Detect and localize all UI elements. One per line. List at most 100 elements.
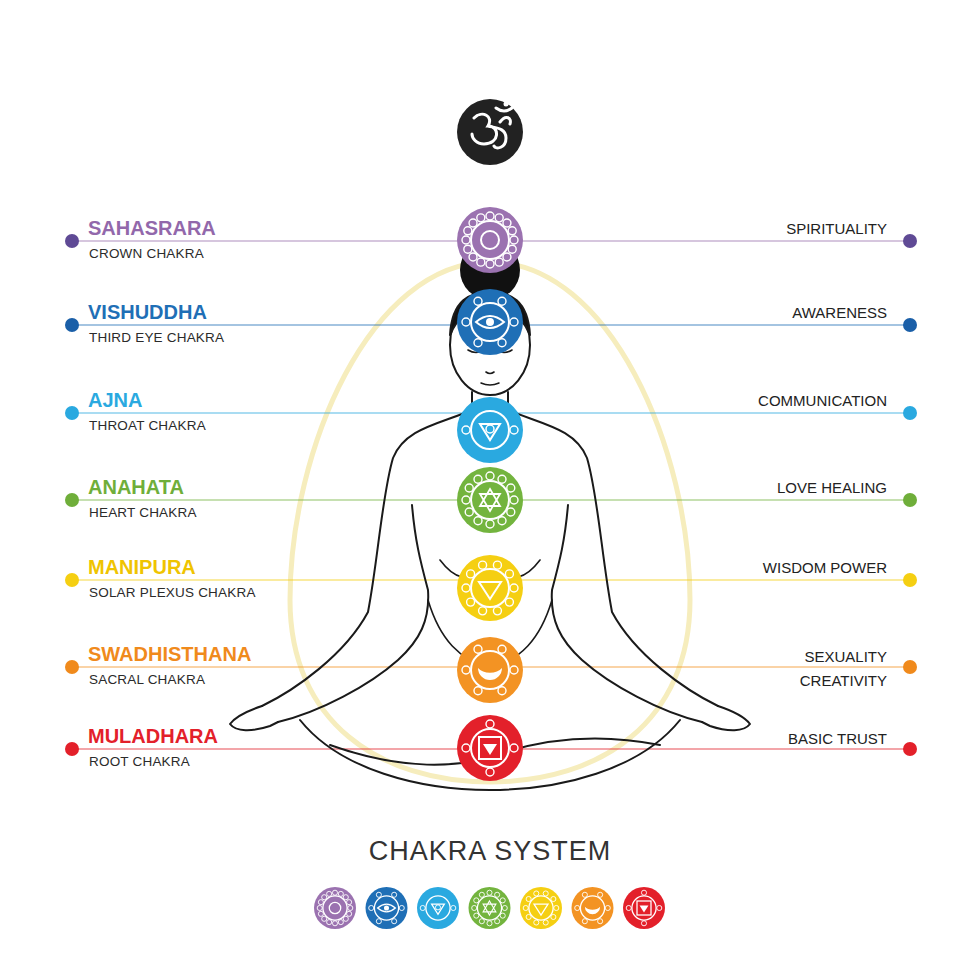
chakra-name: AJNA <box>88 390 142 410</box>
end-dot <box>65 573 79 587</box>
end-dot <box>903 742 917 756</box>
illustration-part <box>657 905 662 910</box>
illustration-part <box>505 570 513 578</box>
illustration-part <box>526 896 531 901</box>
illustration-part <box>378 904 396 912</box>
chakra-name: ANAHATA <box>88 477 184 497</box>
leader-line <box>490 666 910 667</box>
illustration-part <box>529 896 553 920</box>
illustration-part <box>626 905 631 910</box>
illustration-part <box>507 508 515 516</box>
illustration-part <box>520 887 562 929</box>
end-dot <box>65 318 79 332</box>
illustration-part <box>462 744 470 752</box>
illustration-part <box>474 297 482 305</box>
illustration-part <box>318 900 323 905</box>
illustration-part <box>605 905 610 910</box>
illustration-part <box>462 584 470 592</box>
illustration-part <box>477 214 485 222</box>
illustration-part <box>479 892 484 897</box>
leader-line <box>490 240 910 241</box>
illustration-part <box>477 896 501 920</box>
hand <box>230 706 278 730</box>
illustration-part <box>471 303 509 341</box>
illustration-part <box>432 904 445 914</box>
illustration-part <box>554 905 559 910</box>
leader-line <box>72 324 490 325</box>
end-dot <box>65 234 79 248</box>
illustration-part <box>467 598 475 606</box>
illustration-part <box>347 911 352 916</box>
inner-arm <box>552 505 702 722</box>
illustration-part <box>598 919 603 924</box>
illustration-part <box>498 297 506 305</box>
chakra-symbol <box>457 397 523 463</box>
illustration-part <box>369 905 374 910</box>
illustration-part <box>543 920 548 925</box>
illustration-part <box>487 921 492 926</box>
chakra-symbol <box>457 715 523 781</box>
illustration-part <box>480 424 500 440</box>
end-dot <box>903 234 917 248</box>
illustration-part <box>469 887 511 929</box>
chakra-symbol <box>366 887 408 929</box>
illustration-part <box>498 645 506 653</box>
illustration-part <box>510 426 518 434</box>
illustration-part <box>322 895 327 900</box>
chakra-subtitle: HEART CHAKRA <box>89 506 197 520</box>
end-dot <box>65 742 79 756</box>
chakra-subtitle: CROWN CHAKRA <box>89 247 204 261</box>
illustration-part <box>495 258 503 266</box>
illustration-part <box>392 892 397 897</box>
end-dot <box>903 318 917 332</box>
illustration-part <box>457 289 523 355</box>
illustration-part <box>480 489 500 511</box>
illustration-part <box>465 484 473 492</box>
illustration-part <box>486 425 494 433</box>
chakra-name: MANIPURA <box>88 557 196 577</box>
chakra-symbol <box>314 887 356 929</box>
illustration-part <box>417 887 459 929</box>
illustration-part <box>399 905 404 910</box>
illustration-part <box>323 896 347 920</box>
illustration-part <box>502 905 507 910</box>
illustration-part <box>471 569 509 607</box>
illustration-part <box>474 898 479 903</box>
leader-line <box>72 579 490 580</box>
illustration-part <box>503 219 511 227</box>
illustration-part <box>498 517 506 525</box>
illustration-part <box>343 916 348 921</box>
illustration-part <box>623 887 665 929</box>
illustration-part <box>641 890 646 895</box>
illustration-part <box>641 921 646 926</box>
chakra-name: SAHASRARA <box>88 218 216 238</box>
illustration-part <box>534 904 548 915</box>
illustration-part <box>478 668 502 680</box>
chakra-symbol <box>417 887 459 929</box>
illustration-part <box>376 919 381 924</box>
illustration-part <box>551 896 556 901</box>
illustration-part <box>495 892 500 897</box>
illustration-part <box>462 666 470 674</box>
illustration-part <box>317 905 322 910</box>
illustration-part <box>534 891 539 896</box>
chakra-subtitle: ROOT CHAKRA <box>89 755 190 769</box>
illustration-part <box>498 687 506 695</box>
end-dot <box>65 406 79 420</box>
illustration-part <box>457 555 523 621</box>
illustration-part <box>498 475 506 483</box>
leader-line <box>490 748 910 749</box>
illustration-part <box>474 913 479 918</box>
illustration-part <box>487 890 492 895</box>
body-outline <box>508 392 718 706</box>
om-dot <box>504 102 509 107</box>
illustration-part <box>481 231 499 249</box>
illustration-part <box>457 207 523 273</box>
meaning-label: BASIC TRUST <box>777 727 887 751</box>
illustration-part <box>420 905 425 910</box>
illustration-part <box>474 517 482 525</box>
illustration-part <box>338 920 343 925</box>
illustration-part <box>471 729 509 767</box>
illustration-part <box>598 892 603 897</box>
